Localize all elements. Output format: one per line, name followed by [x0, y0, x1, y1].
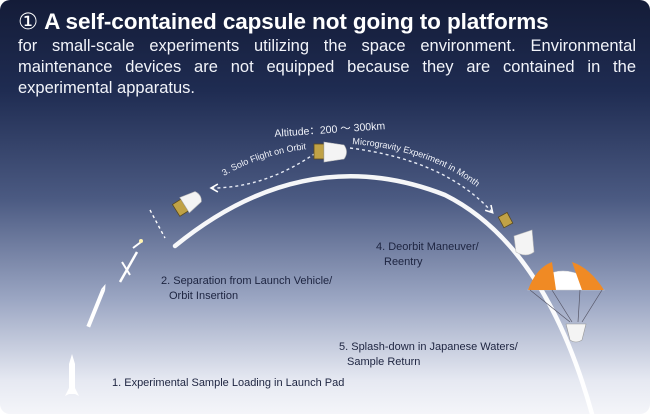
- launch-rocket-icon: [65, 354, 79, 396]
- step-4-label: 4. Deorbit Maneuver/ Reentry: [376, 240, 479, 270]
- step-5-label: 5. Splash-down in Japanese Waters/ Sampl…: [339, 340, 518, 370]
- orbit-label-text: 3. Solo Flight on Orbit: [220, 141, 307, 178]
- step-5-line1: 5. Splash-down in Japanese Waters/: [339, 341, 518, 353]
- ascending-rocket-icon: [86, 284, 106, 328]
- description: for small-scale experiments utilizing th…: [18, 37, 636, 97]
- step-1-label: 1. Experimental Sample Loading in Launch…: [112, 376, 344, 391]
- altitude-label: Altitude：200 ～ 300km: [274, 120, 386, 140]
- microgravity-path: [349, 147, 494, 214]
- earth-arc: [172, 173, 595, 414]
- orbit-label: 3. Solo Flight on Orbit: [220, 141, 307, 178]
- step-2-line1: 2. Separation from Launch Vehicle/: [161, 275, 333, 287]
- step-2-line2: Orbit Insertion: [169, 290, 239, 302]
- title-number: ①: [18, 9, 39, 34]
- capsule-deorbit-icon: [497, 211, 535, 256]
- step-4-line2: Reentry: [384, 256, 423, 268]
- orbit-path: [209, 149, 321, 193]
- step-1-line1: 1. Experimental Sample Loading in Launch…: [112, 377, 345, 389]
- separation-stages-icon: [118, 209, 166, 283]
- capsule-orbit-icon: [313, 141, 347, 163]
- step-5-line2: Sample Return: [347, 356, 421, 368]
- parachute-icon: [527, 262, 605, 343]
- title-text: A self-contained capsule not going to pl…: [44, 9, 549, 34]
- step-2-label: 2. Separation from Launch Vehicle/ Orbit…: [161, 274, 332, 304]
- step-4-line1: 4. Deorbit Maneuver/: [376, 241, 479, 253]
- capsule-separated-icon: [171, 191, 202, 217]
